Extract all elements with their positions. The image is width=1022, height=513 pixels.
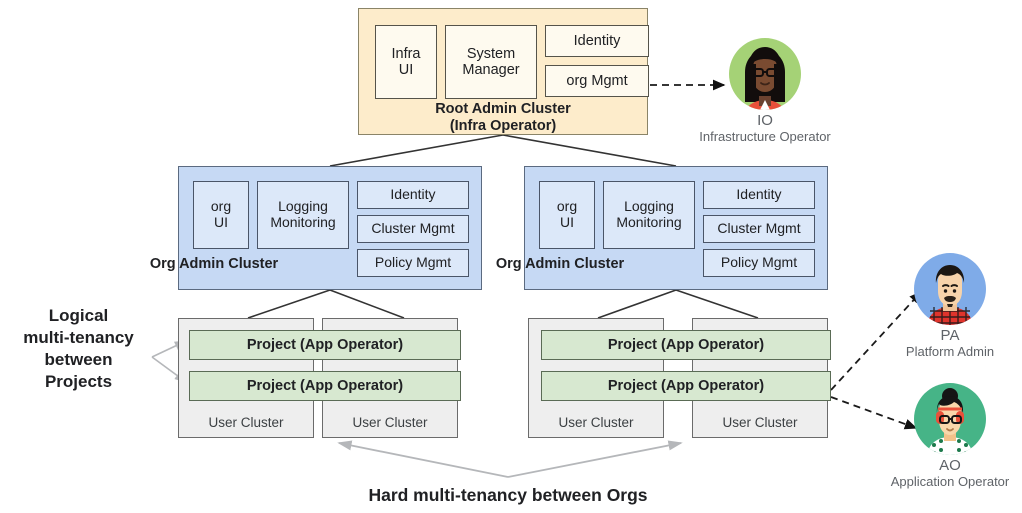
- user-cluster-label: User Cluster: [208, 415, 284, 430]
- root-admin-cluster-title: Root Admin Cluster (Infra Operator): [359, 101, 647, 134]
- connector-hard-multitenancy-arrow: [337, 440, 683, 478]
- service-policy-mgmt[interactable]: Policy Mgmt: [703, 249, 815, 277]
- persona-initials: IO: [757, 112, 773, 129]
- org-admin-cluster-right[interactable]: org UI Logging Monitoring Identity Clust…: [496, 166, 828, 290]
- persona-role: Application Operator: [890, 473, 1010, 489]
- persona-application-operator[interactable]: AO Application Operator: [865, 383, 1022, 489]
- service-label-line2: UI: [559, 214, 574, 230]
- service-label: Cluster Mgmt: [717, 220, 801, 237]
- service-label: org Mgmt: [566, 72, 628, 89]
- persona-initials: AO: [939, 457, 961, 474]
- left-annotation-logical-multitenancy: Logical multi-tenancy between Projects: [6, 305, 151, 393]
- avatar-io-icon: [729, 38, 801, 110]
- service-org-mgmt[interactable]: org Mgmt: [545, 65, 649, 97]
- service-system-manager[interactable]: System Manager: [445, 25, 537, 99]
- project-label: Project (App Operator): [246, 377, 404, 394]
- service-org-ui[interactable]: org UI: [539, 181, 595, 249]
- project-left-2[interactable]: Project (App Operator): [189, 371, 461, 401]
- service-identity[interactable]: Identity: [357, 181, 469, 209]
- service-logging-monitoring[interactable]: Logging Monitoring: [257, 181, 349, 249]
- service-identity[interactable]: Identity: [703, 181, 815, 209]
- service-label: Identity: [573, 32, 621, 49]
- service-label-line2: Monitoring: [616, 214, 682, 230]
- service-label-line1: org: [556, 198, 578, 215]
- root-cluster-title-line2: (Infra Operator): [449, 117, 557, 134]
- persona-role: Infrastructure Operator: [699, 128, 831, 144]
- connector-root-to-orgs: [329, 134, 677, 167]
- left-note-line2: multi-tenancy: [23, 328, 134, 348]
- service-identity[interactable]: Identity: [545, 25, 649, 57]
- org-admin-cluster-right-title: Org Admin Cluster: [495, 256, 625, 272]
- root-cluster-title-line1: Root Admin Cluster: [435, 101, 571, 117]
- user-cluster-label: User Cluster: [722, 415, 798, 430]
- service-label-line2: Monitoring: [270, 214, 336, 230]
- service-cluster-mgmt[interactable]: Cluster Mgmt: [703, 215, 815, 243]
- project-right-1[interactable]: Project (App Operator): [541, 330, 831, 360]
- service-label-line1: System: [466, 45, 516, 62]
- service-label-line1: Infra: [391, 45, 421, 62]
- left-note-line4: Projects: [44, 372, 113, 392]
- avatar-pa-icon: [914, 253, 986, 325]
- avatar-ao-icon: [914, 383, 986, 455]
- persona-initials: PA: [940, 327, 960, 344]
- project-label: Project (App Operator): [607, 336, 765, 353]
- project-left-1[interactable]: Project (App Operator): [189, 330, 461, 360]
- service-label: Policy Mgmt: [720, 254, 798, 271]
- org-admin-cluster-left[interactable]: org UI Logging Monitoring Identity Clust…: [150, 166, 482, 290]
- service-label-line2: UI: [398, 62, 414, 78]
- user-cluster-label: User Cluster: [558, 415, 634, 430]
- project-right-2[interactable]: Project (App Operator): [541, 371, 831, 401]
- org-admin-cluster-left-title: Org Admin Cluster: [149, 256, 279, 272]
- service-cluster-mgmt[interactable]: Cluster Mgmt: [357, 215, 469, 243]
- service-logging-monitoring[interactable]: Logging Monitoring: [603, 181, 695, 249]
- persona-platform-admin[interactable]: PA Platform Admin: [865, 253, 1022, 359]
- persona-infrastructure-operator[interactable]: IO Infrastructure Operator: [680, 38, 850, 144]
- service-policy-mgmt[interactable]: Policy Mgmt: [357, 249, 469, 277]
- service-label: Cluster Mgmt: [371, 220, 455, 237]
- user-cluster-label: User Cluster: [352, 415, 428, 430]
- service-label: Policy Mgmt: [374, 254, 452, 271]
- service-org-ui[interactable]: org UI: [193, 181, 249, 249]
- connector-org-to-user-clusters: [247, 289, 759, 319]
- service-label: Identity: [736, 186, 782, 203]
- service-label-line2: Manager: [462, 62, 520, 78]
- service-infra-ui[interactable]: Infra UI: [375, 25, 437, 99]
- service-label-line1: Logging: [624, 198, 674, 215]
- project-label: Project (App Operator): [246, 336, 404, 353]
- service-label: Identity: [390, 186, 436, 203]
- left-note-line1: Logical: [48, 306, 109, 325]
- service-label-line1: Logging: [278, 198, 328, 215]
- service-label-line2: UI: [213, 214, 228, 230]
- service-label-line1: org: [210, 198, 232, 215]
- bottom-annotation-hard-multitenancy: Hard multi-tenancy between Orgs: [368, 485, 648, 505]
- project-label: Project (App Operator): [607, 377, 765, 394]
- persona-role: Platform Admin: [905, 343, 995, 359]
- left-note-line3: between: [44, 350, 113, 370]
- root-admin-cluster[interactable]: Infra UI System Manager Identity org Mgm…: [358, 8, 649, 135]
